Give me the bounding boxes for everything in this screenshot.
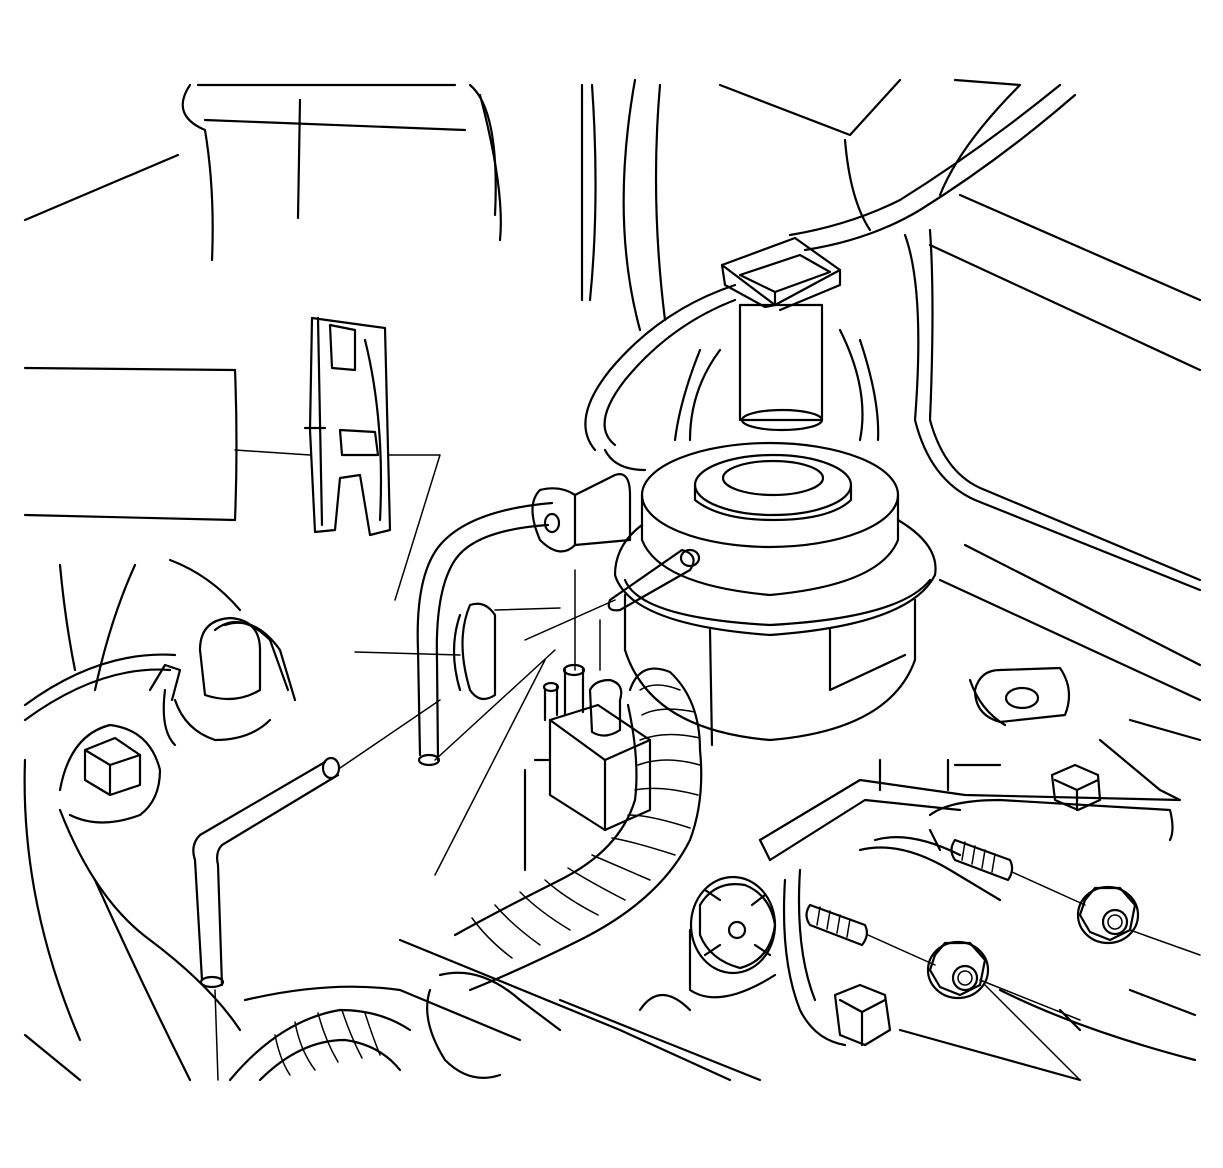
vacuum-hose bbox=[416, 473, 632, 767]
engine-background bbox=[23, 78, 1202, 1082]
left-fitting bbox=[58, 616, 297, 824]
retaining-clip bbox=[234, 316, 441, 601]
tube-segment bbox=[192, 699, 441, 1081]
leader-lines bbox=[354, 569, 616, 876]
wire-harness bbox=[228, 667, 703, 1082]
mounting-hardware bbox=[805, 666, 1201, 1081]
mounting-bracket bbox=[758, 738, 1182, 1047]
pipe-flange bbox=[426, 875, 777, 1079]
sensor-assembly bbox=[523, 663, 652, 872]
egr-valve bbox=[584, 236, 937, 747]
